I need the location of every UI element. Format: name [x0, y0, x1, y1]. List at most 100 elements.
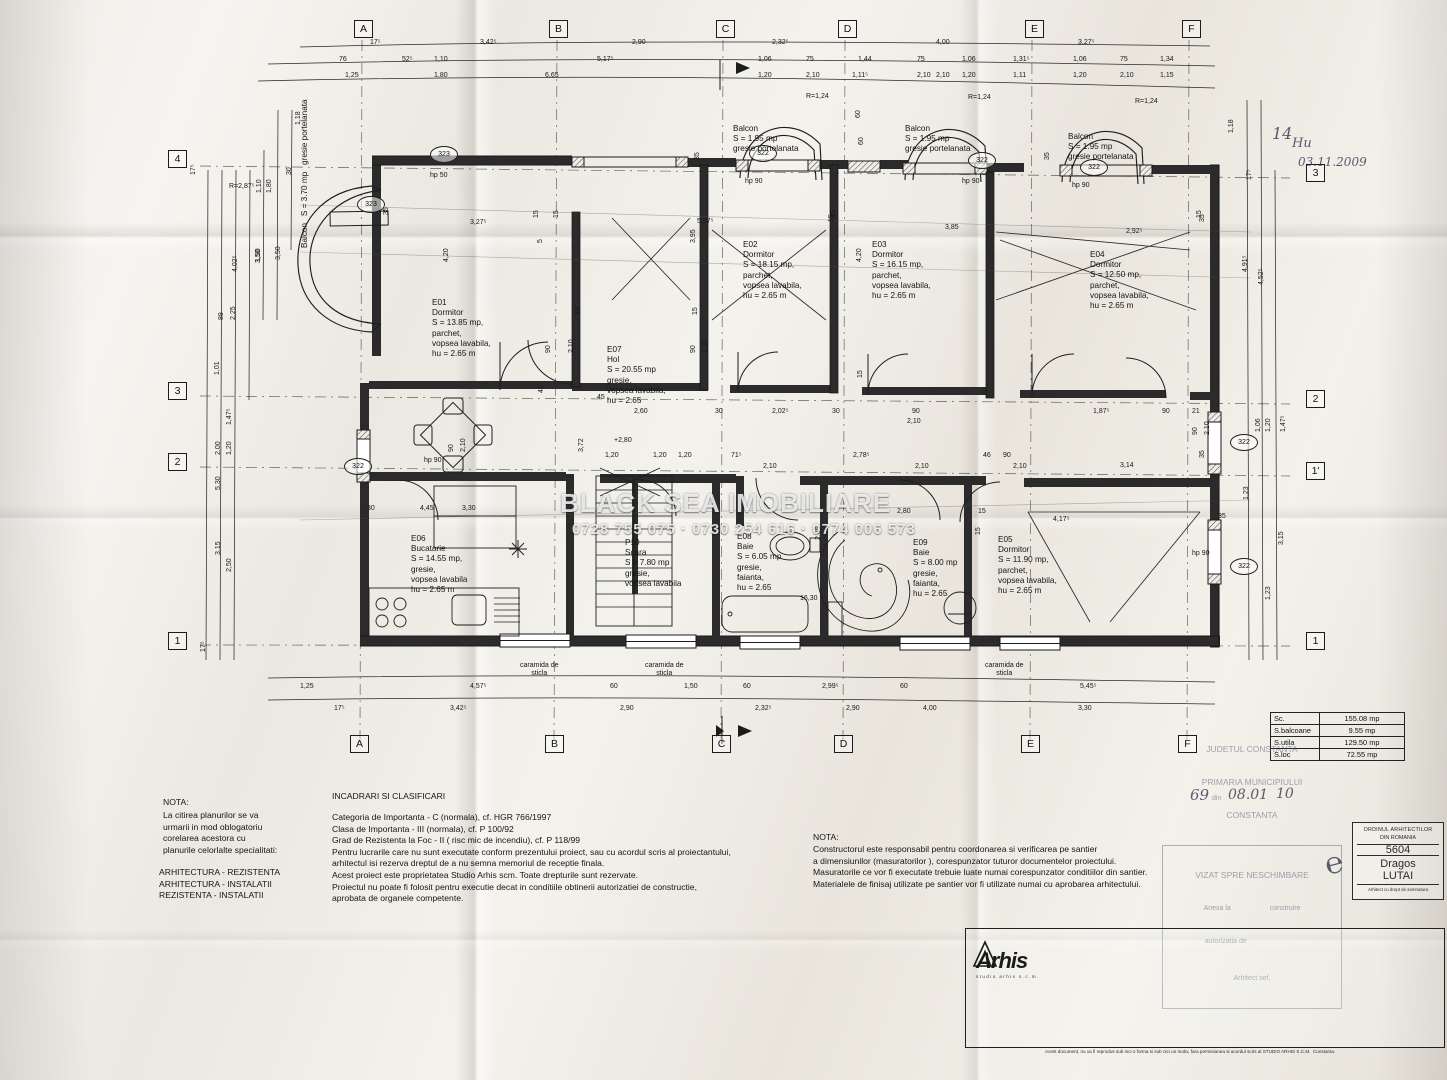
- room-label-line: Dormitor: [872, 250, 904, 260]
- handwritten-note: Hu: [1292, 136, 1312, 151]
- room-label-line: Scara: [625, 548, 647, 558]
- dimension-text: 2,25: [230, 306, 237, 320]
- dimension-text: 2,50: [226, 558, 233, 572]
- dimension-text: 1,20: [1073, 72, 1087, 79]
- dimension-text: 60: [900, 683, 908, 690]
- wall-material-label: caramida de sticla: [985, 662, 1024, 678]
- areas-table-label: S.loc: [1270, 748, 1320, 761]
- dimension-text: 2,10: [702, 339, 709, 353]
- element-tag-circle: 322: [749, 145, 777, 162]
- balcony-label-line: Balcon: [1068, 132, 1094, 141]
- dimension-text: 1,20: [226, 441, 233, 455]
- room-label-line: Bucatarie: [411, 544, 446, 554]
- room-label-line: hu = 2.65 m: [432, 349, 476, 359]
- dimension-text: 4,91⁵: [1242, 255, 1249, 272]
- dimension-text: 1,10: [256, 179, 263, 193]
- room-label-line: E01: [432, 298, 447, 307]
- dimension-text: 17⁵: [190, 164, 197, 175]
- dimension-text: 1,20: [758, 72, 772, 79]
- dimension-text: 2,00: [215, 441, 222, 455]
- dimension-text: 1,25: [345, 72, 359, 79]
- dimension-text: 5,45⁵: [1080, 683, 1097, 690]
- areas-table-value: 72.55 mp: [1319, 748, 1405, 761]
- approval-line3: CONSTANTA: [1226, 810, 1278, 820]
- room-label-line: E04: [1090, 250, 1105, 259]
- dimension-text: 3,42⁵: [450, 705, 467, 712]
- dimension-text: 2,10: [915, 463, 929, 470]
- dimension-text: 35: [1044, 152, 1051, 160]
- room-label-line: E02: [743, 240, 758, 249]
- dimension-text: 71⁵: [731, 452, 742, 459]
- dimension-text: hp 90: [424, 457, 442, 464]
- architect-stamp-footer: Arhitect cu drept de semnatura: [1357, 884, 1439, 894]
- grid-column-c-top: C: [716, 20, 735, 38]
- grid-column-d-bottom: D: [834, 735, 853, 753]
- dimension-text: 1,11: [1013, 72, 1027, 79]
- dimension-text: 1,06: [1073, 56, 1087, 63]
- dimension-text: 1,47⁵: [226, 408, 233, 425]
- wall-material-label: caramida de sticla: [520, 662, 559, 678]
- balcony-label-line: S = 1.95 mp: [905, 134, 950, 144]
- room-label-line: S = 20.55 mp: [607, 365, 656, 375]
- dimension-text: 3,30: [462, 505, 476, 512]
- dimension-text: 75: [806, 56, 814, 63]
- dimension-text: 1,23: [1243, 486, 1250, 500]
- dimension-text: 2,90: [846, 705, 860, 712]
- room-label-line: hu = 2.65 m: [872, 291, 916, 301]
- balcony-left-line: Balcon: [300, 216, 309, 248]
- dimension-text: R=1,24: [806, 93, 829, 100]
- dimension-text: 16,30: [800, 595, 818, 602]
- dimension-text: 1,34: [1160, 56, 1174, 63]
- dimension-text: 45: [538, 385, 545, 393]
- dimension-text: +2,80: [614, 437, 632, 444]
- grid-row-2-right: 2: [1306, 390, 1325, 408]
- dimension-text: 3,72: [578, 438, 585, 452]
- dimension-text: 2,32⁵: [772, 39, 789, 46]
- element-tag-circle: 322: [968, 152, 996, 169]
- dimension-text: 5,17⁵: [597, 56, 614, 63]
- room-label-line: gresie,: [913, 568, 938, 578]
- room-label-line: S = 18.15 mp,: [743, 260, 795, 270]
- dimension-text: 60: [855, 110, 862, 118]
- office-logo-area: Arhis studio arhis s.c.m.: [970, 932, 1118, 988]
- balcony-label-line: Balcon: [905, 124, 931, 133]
- office-logo-mark: [972, 940, 998, 967]
- dimension-text: 2,90: [632, 39, 646, 46]
- grid-column-c-bottom: C: [712, 735, 731, 753]
- dimension-text: 15: [975, 527, 982, 535]
- dimension-text: 1,31⁵: [1013, 56, 1030, 63]
- dimension-text: 90: [690, 345, 697, 353]
- grid-column-b-top: B: [549, 20, 568, 38]
- room-label-line: hu = 2.65 m: [743, 291, 787, 301]
- dimension-text: 2,02⁵: [772, 408, 789, 415]
- dimension-text: 90: [1162, 408, 1170, 415]
- dimension-text: 30: [367, 505, 375, 512]
- approval-line1: JUDETUL CONSTANTA: [1206, 744, 1298, 754]
- architect-stamp-header1: ORDINUL ARHITECTILOR: [1363, 827, 1433, 833]
- dimension-text: 52⁵: [402, 56, 413, 63]
- dimension-text: 2,10: [763, 463, 777, 470]
- dimension-text: 1,80: [434, 72, 448, 79]
- element-tag-circle: 322: [344, 458, 372, 475]
- dimension-text: 1,15: [1160, 72, 1174, 79]
- dimension-text: hp 90: [745, 178, 763, 185]
- element-tag-circle: 322: [1230, 558, 1258, 575]
- balcony-left-line: gresie portelanata: [300, 92, 309, 165]
- dimension-text: 2,10: [1204, 421, 1211, 435]
- dimension-text: 4,20: [443, 248, 450, 262]
- dimension-text: 60: [743, 683, 751, 690]
- dimension-text: 1,20: [1265, 418, 1272, 432]
- dimension-text: 89: [218, 312, 225, 320]
- room-label-line: Dormitor: [998, 545, 1030, 555]
- titleblock-footer: Acest document, nu va fi reprodus sub ni…: [1045, 1049, 1336, 1054]
- room-label-line: E05: [998, 535, 1013, 544]
- room-label-line: Hol: [607, 355, 620, 365]
- room-label-line: Dormitor: [432, 308, 464, 318]
- dimension-text: 35: [694, 152, 701, 160]
